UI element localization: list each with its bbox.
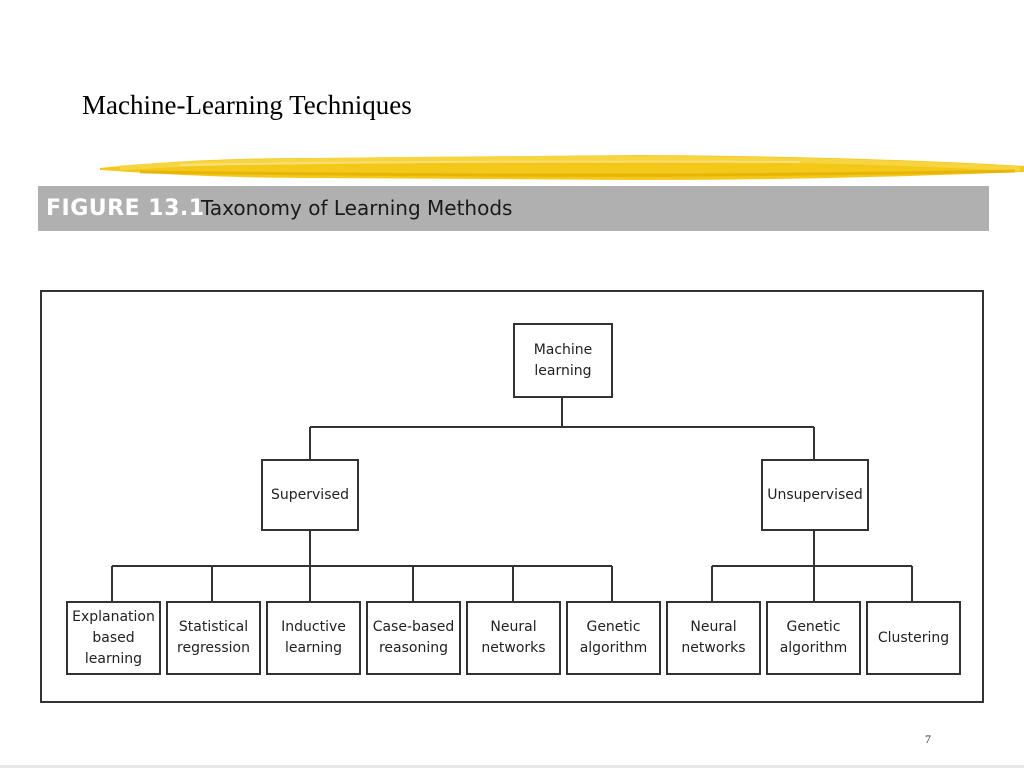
node-clustering: Clustering <box>866 601 961 675</box>
diagram-frame: Machine learning Supervised Unsupervised… <box>40 290 984 703</box>
node-case-based-reasoning: Case-based reasoning <box>366 601 461 675</box>
figure-title: Taxonomy of Learning Methods <box>201 196 513 220</box>
node-unsupervised: Unsupervised <box>761 459 869 531</box>
node-neural-networks-supervised: Neural networks <box>466 601 561 675</box>
figure-caption-bar: FIGURE 13.1 Taxonomy of Learning Methods <box>38 186 989 231</box>
node-supervised: Supervised <box>261 459 359 531</box>
node-neural-networks-unsupervised: Neural networks <box>666 601 761 675</box>
node-genetic-algorithm-supervised: Genetic algorithm <box>566 601 661 675</box>
page-number: 7 <box>925 732 931 746</box>
tree-connectors <box>111 398 913 601</box>
bottom-rule <box>0 765 1024 768</box>
node-statistical-regression: Statistical regression <box>166 601 261 675</box>
node-genetic-algorithm-unsupervised: Genetic algorithm <box>766 601 861 675</box>
node-inductive-learning: Inductive learning <box>266 601 361 675</box>
node-machine-learning: Machine learning <box>513 323 613 398</box>
yellow-brush-stroke <box>100 155 1024 180</box>
figure-number: FIGURE 13.1 <box>46 196 205 221</box>
slide-title: Machine-Learning Techniques <box>82 90 412 120</box>
node-explanation-based-learning: Explanation based learning <box>66 601 161 675</box>
